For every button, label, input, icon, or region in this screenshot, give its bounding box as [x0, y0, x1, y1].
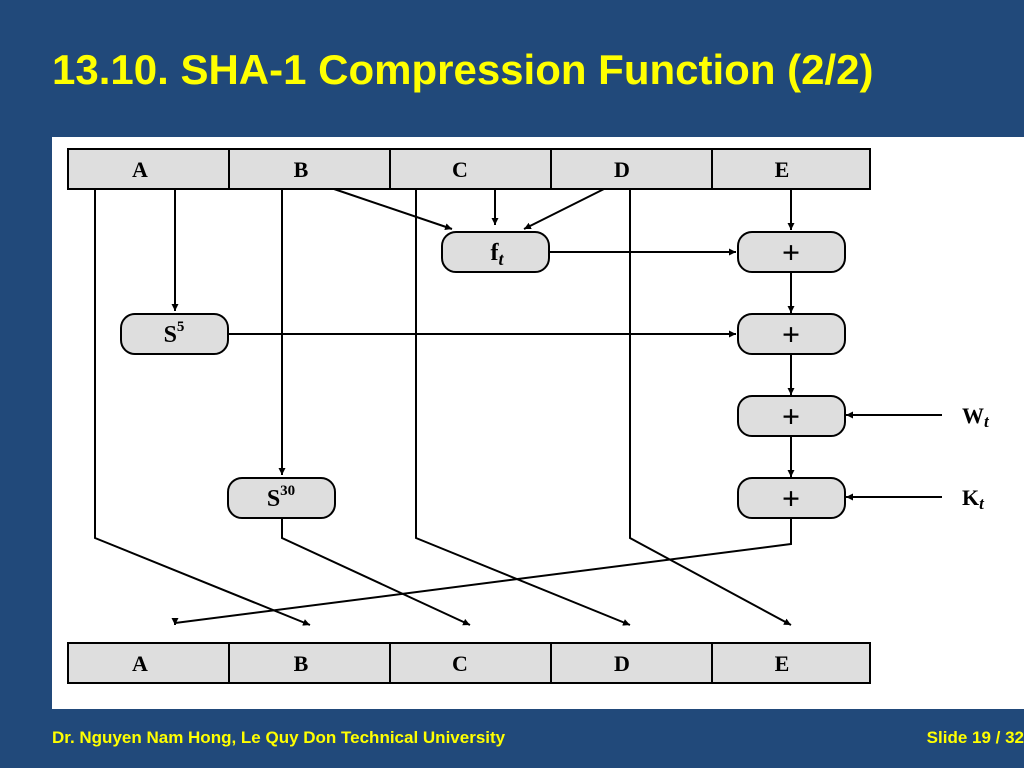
- wire-d-to-ft: [523, 188, 605, 230]
- adder-3-symbol: +: [782, 398, 800, 434]
- shift-s30-superscript: 30: [280, 483, 295, 499]
- footer-author: Dr. Nguyen Nam Hong, Le Quy Don Technica…: [52, 728, 506, 747]
- adder-1: +: [737, 231, 846, 273]
- output-register-a: [67, 642, 230, 684]
- shift-s5-base: S: [164, 322, 177, 348]
- input-register-label-d: D: [614, 157, 630, 182]
- function-ft-base: f: [490, 240, 499, 266]
- input-kt-label: Kt: [962, 485, 985, 513]
- output-register-e: [711, 642, 871, 684]
- input-register-b: [228, 148, 391, 190]
- output-register-c: [389, 642, 552, 684]
- adder-4-box: [737, 477, 846, 519]
- input-register-row: A B C D E: [67, 148, 871, 190]
- shift-s5-label: S5: [164, 319, 185, 348]
- shift-s5-box: [120, 313, 229, 355]
- input-wt-label: Wt: [962, 403, 990, 431]
- wire-c-to-out-d: [415, 189, 631, 626]
- input-kt-subscript: t: [979, 494, 985, 513]
- output-register-label-d: D: [614, 651, 630, 676]
- function-ft-node: ft: [441, 231, 550, 273]
- footer-slide-number: Slide 19 / 32: [926, 728, 1024, 747]
- adder-1-symbol: +: [782, 234, 800, 270]
- shift-s30-node: S30: [227, 477, 336, 519]
- wire-s30-to-out-c: [281, 517, 471, 626]
- wire-a-to-out-b: [94, 189, 311, 626]
- adder-3-box: [737, 395, 846, 437]
- output-register-label-e: E: [775, 651, 790, 676]
- adder-3: +: [737, 395, 846, 437]
- input-wt-subscript: t: [984, 412, 990, 431]
- shift-s5-superscript: 5: [177, 319, 185, 335]
- output-register-label-a: A: [132, 651, 148, 676]
- adder-2: +: [737, 313, 846, 355]
- adder-4-symbol: +: [782, 480, 800, 516]
- output-register-d: [550, 642, 713, 684]
- input-register-label-c: C: [452, 157, 468, 182]
- sha1-compression-diagram: A B C D E A B C D E: [67, 148, 990, 684]
- output-register-b: [228, 642, 391, 684]
- slide-title: 13.10. SHA-1 Compression Function (2/2): [52, 46, 874, 93]
- output-register-row: A B C D E: [67, 642, 871, 684]
- output-register-label-c: C: [452, 651, 468, 676]
- input-register-e: [711, 148, 871, 190]
- input-register-a: [67, 148, 230, 190]
- adder-4: +: [737, 477, 846, 519]
- adder-2-symbol: +: [782, 316, 800, 352]
- wire-d-to-out-e: [629, 189, 792, 626]
- shift-s30-label: S30: [267, 483, 295, 512]
- input-register-label-b: B: [294, 157, 309, 182]
- input-register-c: [389, 148, 552, 190]
- wire-adder-4-to-out-a: [171, 518, 792, 625]
- output-register-label-b: B: [294, 651, 309, 676]
- wires: [94, 188, 942, 626]
- function-ft-box: [441, 231, 550, 273]
- function-ft-label: ft: [490, 240, 504, 269]
- input-register-label-e: E: [775, 157, 790, 182]
- shift-s30-box: [227, 477, 336, 519]
- input-register-d: [550, 148, 713, 190]
- diagram-panel: A B C D E A B C D E: [52, 137, 1024, 709]
- adder-2-box: [737, 313, 846, 355]
- adder-1-box: [737, 231, 846, 273]
- input-kt-base: K: [962, 485, 979, 510]
- wire-b-to-ft: [333, 188, 453, 231]
- input-wt-base: W: [962, 403, 984, 428]
- input-register-label-a: A: [132, 157, 148, 182]
- shift-s5-node: S5: [120, 313, 229, 355]
- function-ft-subscript: t: [498, 249, 504, 269]
- shift-s30-base: S: [267, 486, 280, 512]
